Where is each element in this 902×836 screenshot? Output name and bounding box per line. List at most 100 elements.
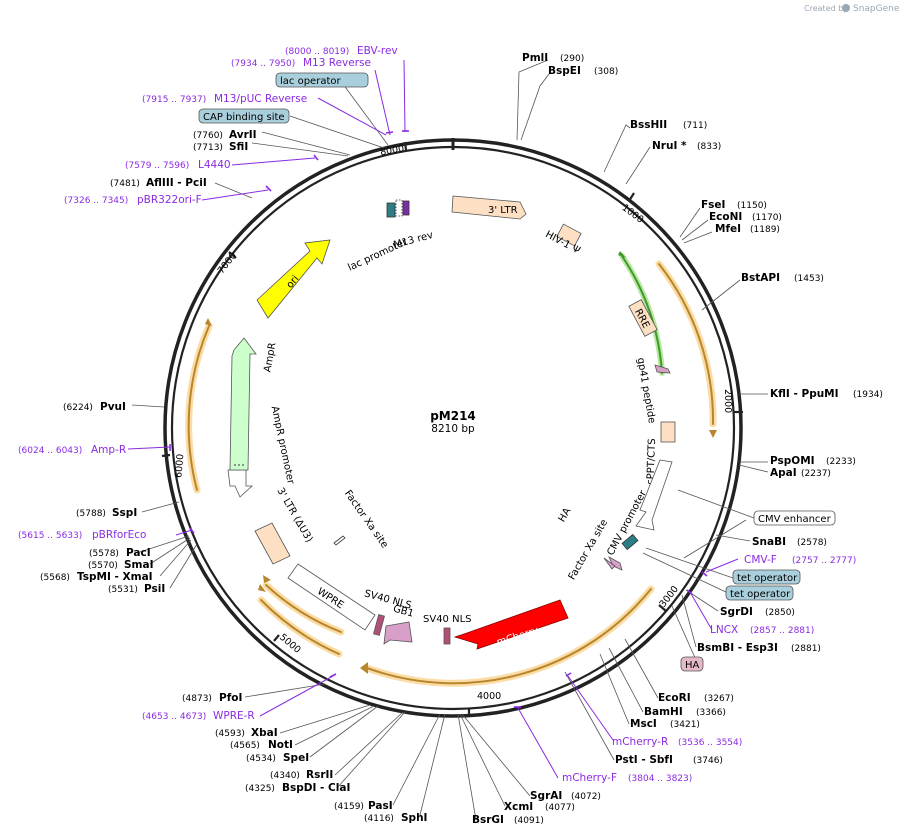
site-spei[interactable]: SpeI [283, 752, 309, 764]
site-bspei[interactable]: BspEI [548, 65, 581, 77]
leader-line [244, 683, 326, 698]
site-xbai[interactable]: XbaI [251, 727, 278, 739]
site-bsrgi[interactable]: BsrGI [472, 814, 504, 826]
site-sfii[interactable]: SfiI [229, 141, 248, 153]
site-rsrii[interactable]: RsrII [306, 769, 333, 781]
site-pvui[interactable]: PvuI [100, 401, 126, 413]
site-bsshii[interactable]: BssHII [630, 119, 667, 131]
feature-ha-block[interactable] [603, 557, 616, 570]
primer-ebv-rev[interactable]: EBV-rev [357, 45, 398, 57]
site-nrui[interactable]: NruI * [652, 140, 687, 152]
site-afliii-pcii[interactable]: AflIII - PciI [146, 177, 207, 189]
feature-ampr[interactable] [229, 337, 257, 471]
leader-line [671, 605, 697, 661]
feature-m13-rev-block[interactable] [402, 200, 410, 216]
feature-cmv-promoter[interactable] [635, 459, 673, 531]
tick-label-2000: 2000 [722, 389, 733, 413]
site-pspomi[interactable]: PspOMI [770, 455, 815, 467]
primer-pbrforeco[interactable]: pBRforEco [92, 529, 146, 541]
label-cmv-enhancer: CMV enhancer [758, 514, 832, 525]
site-apai[interactable]: ApaI [770, 467, 797, 479]
site-snabi[interactable]: SnaBI [752, 536, 786, 548]
primer-lncx[interactable]: LNCX [710, 624, 738, 636]
label-tet-operator-1: tet operator [737, 573, 798, 584]
site-avrii[interactable]: AvrII [229, 129, 257, 141]
primer-leader [231, 157, 316, 166]
snapgene-logo-icon [842, 4, 850, 12]
site-tspmi-xmai[interactable]: TspMI - XmaI [77, 571, 153, 583]
site-paci-pos: (5578) [89, 549, 119, 559]
leader-line [520, 73, 550, 141]
site-sgrdi[interactable]: SgrDI [720, 606, 753, 618]
feature-ori[interactable] [256, 239, 331, 319]
site-xcmi[interactable]: XcmI [504, 801, 533, 813]
primer-marker [329, 673, 337, 678]
feature-3-ltr-du3[interactable] [254, 522, 291, 565]
feature-factor-xa-2[interactable] [333, 535, 346, 546]
feature-3-ltr[interactable] [451, 195, 527, 220]
feature-hiv-psi[interactable] [556, 223, 582, 247]
feature-mcherry[interactable] [453, 599, 569, 650]
primer-leader [517, 707, 559, 779]
plasmid-name: pM214 [430, 409, 476, 423]
site-sspi[interactable]: SspI [112, 507, 137, 519]
site-mfei[interactable]: MfeI [715, 223, 741, 235]
feature-sv40-nls-1[interactable] [443, 627, 451, 645]
site-ecori[interactable]: EcoRI [658, 692, 691, 704]
site-bsmbi-esp3i[interactable]: BsmBI - Esp3I [697, 642, 778, 654]
primer-pbr322ori-f[interactable]: pBR322ori-F [137, 194, 202, 206]
primer-mcherry-r[interactable]: mCherry-R [612, 736, 668, 748]
site-psii[interactable]: PsiI [144, 583, 165, 595]
orf-arc-3 [260, 599, 340, 655]
primer-mcherry-f[interactable]: mCherry-F [562, 772, 617, 784]
primer-m13-puc-reverse[interactable]: M13/pUC Reverse [214, 93, 307, 105]
label-box-cap-binding-site[interactable] [198, 108, 290, 124]
site-pmli[interactable]: PmlI [522, 52, 548, 64]
site-fsei[interactable]: FseI [701, 199, 725, 211]
feature-gp41-peptide[interactable] [654, 364, 671, 374]
feature-sv40-nls-2[interactable] [373, 614, 385, 636]
site-econi[interactable]: EcoNI [709, 211, 742, 223]
site-sgrai-pos: (4072) [571, 792, 601, 802]
label-box-cmv-enhancer[interactable] [753, 510, 836, 526]
leader-line [309, 705, 379, 758]
site-smai[interactable]: SmaI [124, 559, 154, 571]
primer-wpre-r[interactable]: WPRE-R [213, 710, 255, 722]
feature-rre[interactable] [628, 299, 658, 337]
feature-lac-block[interactable] [386, 202, 396, 218]
primer-amp-r[interactable]: Amp-R [91, 444, 126, 456]
leader-line [681, 594, 697, 648]
primer-l4440[interactable]: L4440 [198, 159, 231, 171]
feature-gb1[interactable] [383, 621, 413, 645]
feature-wpre[interactable] [287, 563, 376, 631]
site-noti[interactable]: NotI [268, 739, 293, 751]
site-pfoi[interactable]: PfoI [219, 692, 242, 704]
site-paci[interactable]: PacI [126, 547, 151, 559]
primer-m13-reverse[interactable]: M13 Reverse [303, 57, 371, 69]
label-box-tet-operator-2[interactable] [725, 585, 794, 601]
primer-lncx-pos: (2857 .. 2881) [750, 626, 814, 636]
site-kfli-ppumi[interactable]: KflI - PpuMI [770, 388, 839, 400]
label-box-ha[interactable] [680, 656, 704, 672]
primer-cmv-f[interactable]: CMV-F [744, 554, 777, 566]
label-box-lac-operator[interactable] [275, 72, 369, 88]
label-box-tet-operator-1[interactable] [732, 569, 801, 585]
feature-lac-promoter-block[interactable] [395, 199, 403, 217]
feature-cmv-enhancer-block[interactable] [621, 533, 639, 551]
primer-l4440-pos: (7579 .. 7596) [125, 161, 189, 171]
site-psti-sbfi[interactable]: PstI - SbfI [615, 754, 673, 766]
site-bspdi-clai[interactable]: BspDI - ClaI [282, 782, 350, 794]
primer-m13-puc-reverse-pos: (7915 .. 7937) [142, 95, 206, 105]
site-bamhi[interactable]: BamHI [644, 706, 683, 718]
site-msci[interactable]: MscI [630, 718, 657, 730]
feature-ampr-promoter[interactable] [227, 469, 254, 498]
feature-factor-xa-1[interactable] [608, 556, 623, 571]
site-pasi[interactable]: PasI [368, 800, 393, 812]
site-sphi[interactable]: SphI [401, 812, 427, 824]
feature-cppt-cts[interactable] [660, 421, 676, 443]
primer-leader [317, 97, 387, 136]
leader-line [603, 124, 631, 173]
site-bstapi[interactable]: BstAPI [741, 272, 780, 284]
primer-cmv-f-pos: (2757 .. 2777) [792, 556, 856, 566]
site-sgrai[interactable]: SgrAI [530, 790, 562, 802]
